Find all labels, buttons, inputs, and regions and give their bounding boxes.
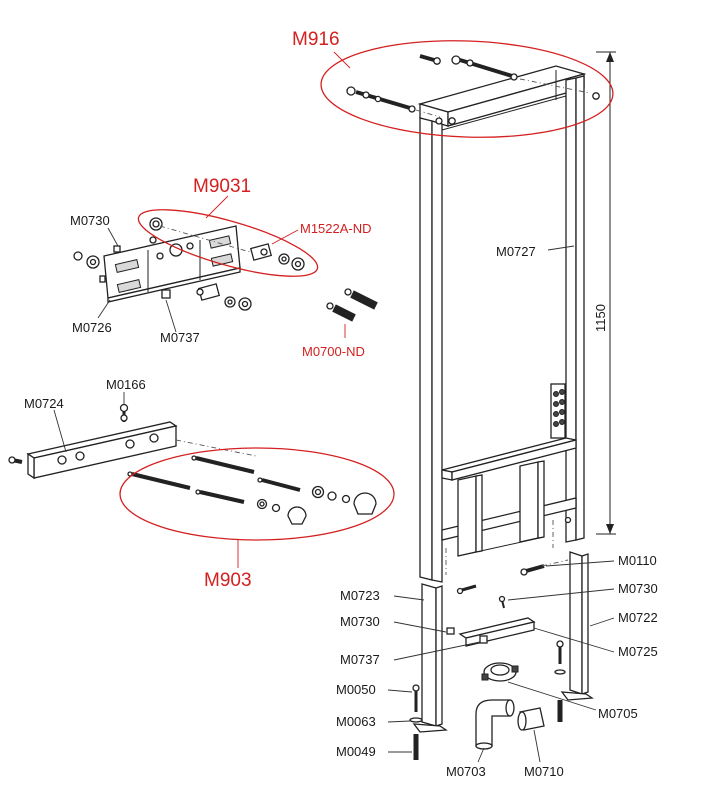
label-m0737-top: M0737 [160, 330, 200, 345]
label-m0730-right: M0730 [618, 581, 658, 596]
m916-highlight-oval [320, 40, 614, 138]
leader-lines [53, 227, 615, 763]
m903-rod-set: M903 [8, 403, 395, 591]
label-m0737-bottom: M0737 [340, 652, 380, 667]
label-m0723: M0723 [340, 588, 380, 603]
label-m0730-top: M0730 [70, 213, 110, 228]
label-m0710: M0710 [524, 764, 564, 779]
label-m0166: M0166 [106, 377, 146, 392]
part-labels: M0730 M1522A-ND M0726 M0737 M0700-ND M07… [24, 213, 658, 779]
label-m0700-nd: M0700-ND [302, 344, 365, 359]
group-label-m916: M916 [292, 29, 340, 50]
m9031-highlight-oval [137, 209, 319, 277]
label-m0703: M0703 [446, 764, 486, 779]
label-m0724: M0724 [24, 396, 64, 411]
label-m0726: M0726 [72, 320, 112, 335]
main-frame [417, 65, 587, 583]
label-m1522a-nd: M1522A-ND [300, 221, 372, 236]
label-m0705: M0705 [598, 706, 638, 721]
height-dimension: 1150 [593, 51, 616, 535]
group-label-m9031: M9031 [193, 176, 251, 197]
label-m0110: M0110 [618, 553, 657, 568]
label-m0727: M0727 [496, 244, 536, 259]
label-m0063: M0063 [336, 714, 376, 729]
m9031-bracket-set: M9031 [73, 176, 319, 311]
label-m0050: M0050 [336, 682, 376, 697]
label-m0049: M0049 [336, 744, 376, 759]
label-m0722: M0722 [618, 610, 658, 625]
m903-highlight-oval [119, 447, 395, 541]
m0700-nd-spacers [326, 288, 378, 338]
dimension-height-label: 1150 [593, 304, 608, 332]
label-m0725: M0725 [618, 644, 658, 659]
label-m0730-left: M0730 [340, 614, 380, 629]
group-label-m903: M903 [204, 570, 252, 591]
m916-fixing-set: M916 [292, 29, 614, 138]
lower-parts [409, 551, 594, 760]
